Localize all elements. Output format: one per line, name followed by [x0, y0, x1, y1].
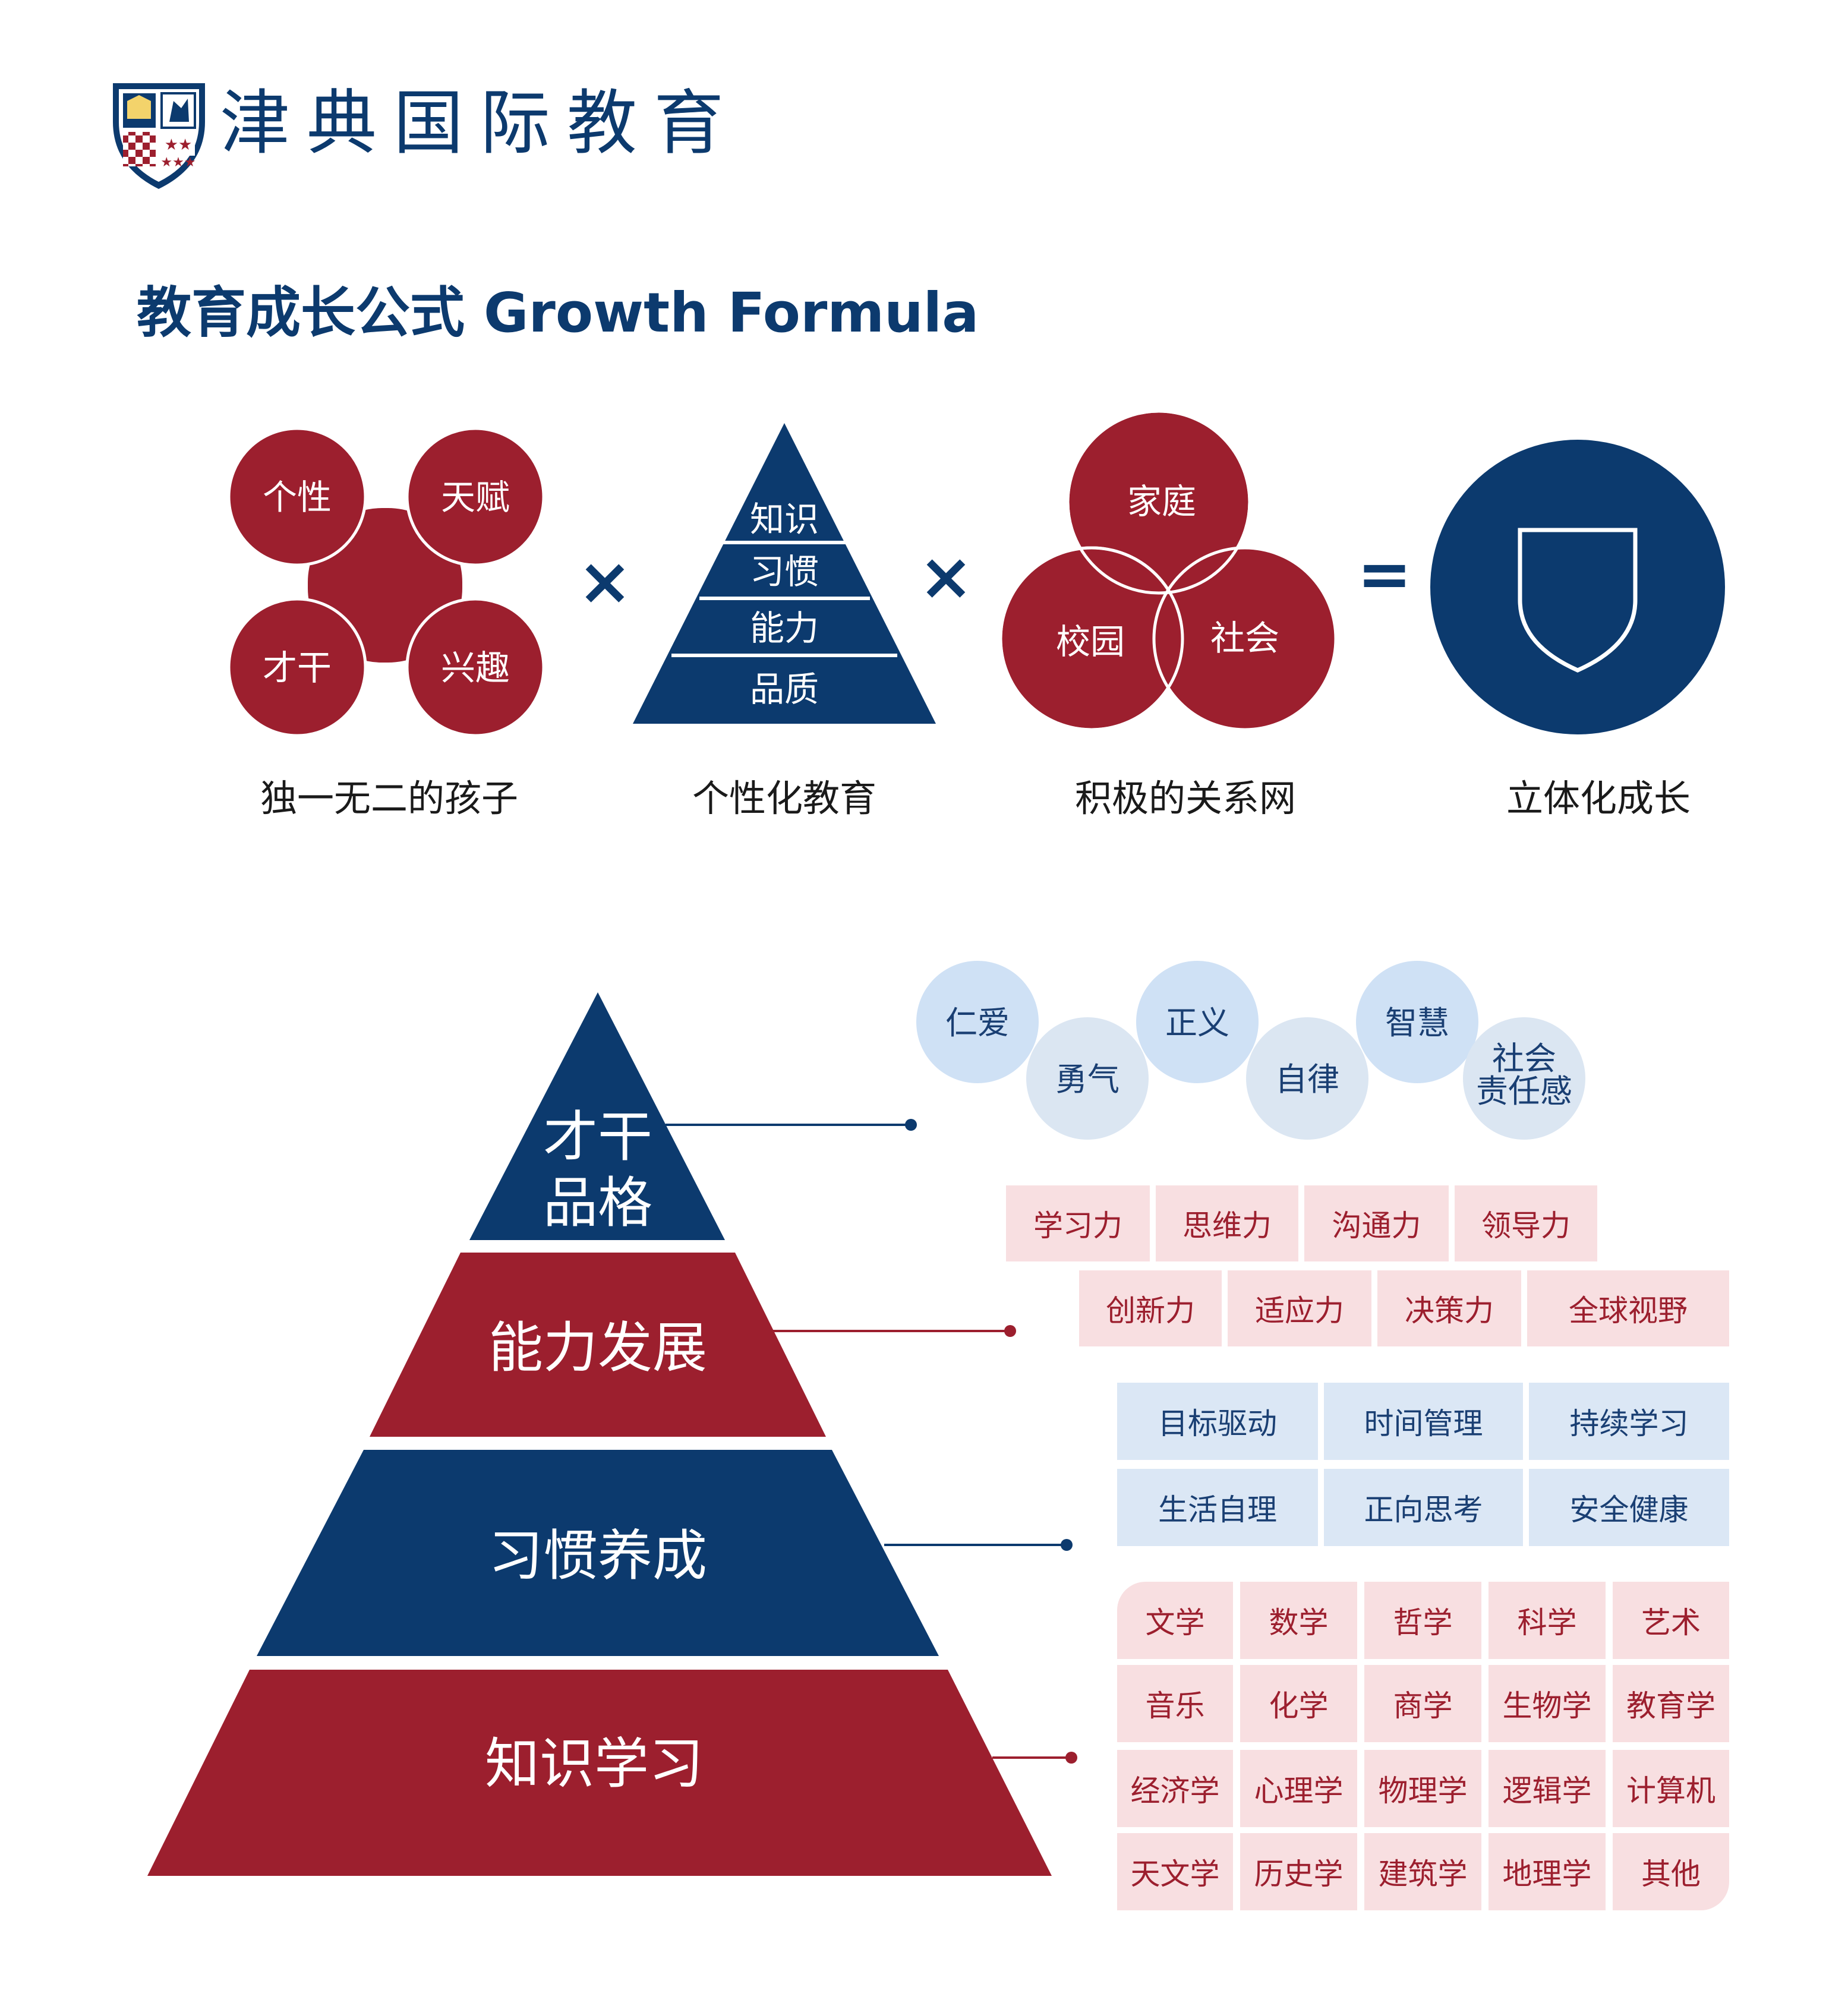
trait-circle [405, 427, 545, 567]
pyramid-level-habit [257, 1450, 939, 1656]
virtue-label: 责任感 [1476, 1073, 1572, 1110]
subject-cell: 文学 [1117, 1582, 1233, 1659]
education-pyramid-small: 知识 习惯 能力 品质 [633, 423, 936, 724]
trait-circle [227, 597, 367, 737]
habit-cell: 正向思考 [1324, 1469, 1523, 1546]
trait-circle [405, 597, 545, 737]
ability-cell: 思维力 [1156, 1185, 1298, 1261]
virtue-bubble [1356, 961, 1478, 1083]
page-title: 教育成长公式 Growth Formula [137, 281, 979, 345]
multiply-operator: × [919, 538, 973, 614]
brand-logo-crest: ★★ ★★★ [113, 83, 205, 189]
pyramid-level-knowledge [147, 1670, 1052, 1876]
subject-cell: 艺术 [1613, 1582, 1729, 1659]
trait-label: 个性 [263, 477, 332, 518]
trait-label: 天赋 [441, 477, 510, 518]
caption-holistic-growth: 立体化成长 [1506, 777, 1691, 820]
habit-cell: 安全健康 [1529, 1469, 1729, 1546]
virtue-bubble [1136, 961, 1259, 1083]
virtue-bubble [1463, 1017, 1585, 1140]
caption-unique-child: 独一无二的孩子 [260, 777, 518, 820]
virtue-bubble [1246, 1017, 1368, 1140]
caption-personalized-education: 个性化教育 [692, 777, 876, 820]
subject-cell: 计算机 [1613, 1750, 1729, 1827]
caption-positive-network: 积极的关系网 [1075, 777, 1296, 820]
ability-cell: 适应力 [1228, 1270, 1371, 1346]
pyramid-connectors [666, 1119, 1077, 1764]
habit-cell: 目标驱动 [1117, 1383, 1318, 1460]
subject-cell: 生物学 [1489, 1665, 1606, 1742]
pyramid-level-label: 习惯养成 [488, 1524, 707, 1588]
subject-cell: 音乐 [1117, 1665, 1233, 1742]
subject-cell: 历史学 [1240, 1833, 1357, 1910]
relationship-network: 家庭 校园 社会 [999, 409, 1338, 731]
subject-cell: 逻辑学 [1489, 1750, 1606, 1827]
pyramid-layer-label: 知识 [750, 499, 819, 540]
subject-cell: 化学 [1240, 1665, 1357, 1742]
subject-cell: 地理学 [1489, 1833, 1606, 1910]
equals-operator: = [1357, 536, 1412, 612]
subject-cell: 其他 [1613, 1833, 1729, 1910]
ability-cell: 学习力 [1006, 1185, 1150, 1261]
habit-cell: 时间管理 [1324, 1383, 1523, 1460]
subject-cell: 心理学 [1240, 1750, 1357, 1827]
trait-label: 兴趣 [441, 648, 510, 688]
pyramid-level-ability [370, 1253, 826, 1437]
virtue-bubbles: 仁爱 勇气 正义 自律 智慧 社会 责任感 [916, 961, 1585, 1140]
trait-circle [227, 427, 367, 567]
virtue-bubble [916, 961, 1039, 1083]
subject-cell: 科学 [1489, 1582, 1606, 1659]
subject-cell: 天文学 [1117, 1833, 1233, 1910]
shield-icon [1518, 528, 1638, 673]
brand-name: 津典国际教育 [220, 82, 740, 164]
pyramid-level-label: 能力发展 [488, 1316, 707, 1380]
trait-label: 才干 [263, 648, 332, 688]
ability-cell: 领导力 [1455, 1185, 1597, 1261]
subject-cell: 物理学 [1364, 1750, 1481, 1827]
subject-cell: 建筑学 [1364, 1833, 1481, 1910]
multiply-operator: × [578, 543, 632, 619]
ability-cell: 决策力 [1377, 1270, 1521, 1346]
subject-cell: 商学 [1364, 1665, 1481, 1742]
ability-cell: 全球视野 [1527, 1270, 1729, 1346]
habit-cell: 持续学习 [1529, 1383, 1729, 1460]
pyramid-level-label: 知识学习 [485, 1732, 704, 1796]
connector-dot [905, 1119, 917, 1131]
connector-dot [1004, 1325, 1016, 1337]
virtue-label: 正义 [1165, 1004, 1229, 1042]
holistic-growth-circle [1430, 440, 1725, 734]
growth-pyramid: 才干 品格 能力发展 习惯养成 知识学习 [147, 992, 1052, 1876]
virtue-label: 自律 [1275, 1061, 1339, 1098]
ability-cell: 沟通力 [1304, 1185, 1449, 1261]
network-label: 校园 [1056, 622, 1125, 662]
pyramid-level-label: 才干 [543, 1105, 652, 1169]
virtue-label: 仁爱 [945, 1004, 1010, 1042]
pyramid-layer-label: 习惯 [750, 551, 819, 592]
virtue-label: 智慧 [1385, 1004, 1449, 1042]
child-traits-cluster: 个性 天赋 才干 兴趣 [227, 427, 545, 737]
svg-text:★★: ★★ [165, 136, 193, 154]
pyramid-layer-label: 能力 [750, 608, 819, 648]
pyramid-level-label: 品格 [543, 1171, 652, 1235]
subject-cell: 经济学 [1117, 1750, 1233, 1827]
network-label: 社会 [1210, 618, 1279, 658]
pyramid-level-talent [469, 992, 725, 1240]
pyramid-layer-label: 品质 [750, 669, 819, 709]
subject-cell: 教育学 [1613, 1665, 1729, 1742]
connector-dot [1065, 1752, 1077, 1764]
connector-dot [1061, 1539, 1073, 1551]
svg-text:★★★: ★★★ [160, 155, 195, 170]
virtue-label: 社会 [1492, 1040, 1556, 1077]
virtue-label: 勇气 [1055, 1061, 1119, 1098]
ability-cell: 创新力 [1079, 1270, 1222, 1346]
subject-cell: 数学 [1240, 1582, 1357, 1659]
subject-cell: 哲学 [1364, 1582, 1481, 1659]
network-label: 家庭 [1127, 481, 1196, 522]
habit-cell: 生活自理 [1117, 1469, 1318, 1546]
virtue-bubble [1026, 1017, 1149, 1140]
